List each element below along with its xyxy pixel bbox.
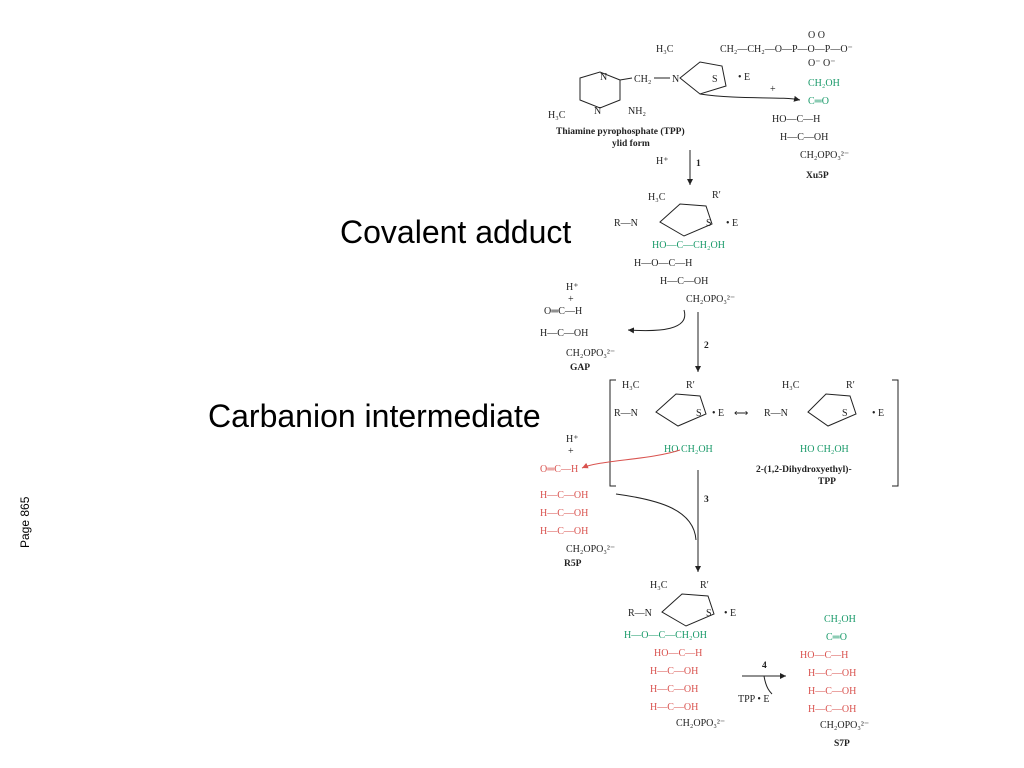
s7p-c5: H—C—OH <box>808 686 856 697</box>
bottom-s: S <box>706 608 712 619</box>
covalent-adduct-structure: H₃C R′ R—N S • E HO—C—CH₂OH H—O—C—H H—C—… <box>614 190 738 305</box>
xu5p-c4: H—C—OH <box>780 132 828 143</box>
enzyme-dot-e-4: • E <box>872 408 884 419</box>
adduct-r-prime: R′ <box>712 190 721 201</box>
r5p-name: R5P <box>564 559 582 569</box>
bottom-c6: H—C—OH <box>650 702 698 713</box>
xu5p-c3: HO—C—H <box>772 114 820 125</box>
bottom-c5: H—C—OH <box>650 684 698 695</box>
tpp-name: Thiamine pyrophosphate (TPP) <box>556 126 685 137</box>
s7p-ch2opo3: CH₂OPO₃²⁻ <box>820 720 869 731</box>
enamine-r-prime: R′ <box>846 380 855 391</box>
bottom-r-prime: R′ <box>700 580 709 591</box>
enzyme-dot-e-3: • E <box>712 408 724 419</box>
enamine-methyl: H₃C <box>782 380 800 391</box>
step-4-label: 4 <box>762 661 767 671</box>
carbanion-substituents: HO CH₂OH <box>664 444 713 455</box>
r5p-c2: H—C—OH <box>540 490 588 501</box>
step-1-label: 1 <box>696 159 701 169</box>
carbanion-r-prime: R′ <box>686 380 695 391</box>
gap-structure: H⁺ + O═C—H H—C—OH CH₂OPO₃²⁻ GAP <box>540 282 686 373</box>
adduct-ch2opo3: CH₂OPO₃²⁻ <box>686 294 735 305</box>
plus-sign-1: + <box>770 84 776 95</box>
adduct-c4: H—C—OH <box>660 276 708 287</box>
gap-ch2opo3: CH₂OPO₃²⁻ <box>566 348 615 359</box>
dihydroxyethyl-tpp-suffix: TPP <box>818 477 836 487</box>
adduct-c3: H—O—C—H <box>634 258 692 269</box>
step-2-label: 2 <box>704 341 709 351</box>
resonance-arrow: ⟷ <box>734 408 748 419</box>
carbanion-methyl: H₃C <box>622 380 640 391</box>
xu5p-ch2opo3: CH₂OPO₃²⁻ <box>800 150 849 161</box>
gap-plus: + <box>568 294 574 305</box>
r5p-proton: H⁺ <box>566 434 579 445</box>
bottom-adduct-structure: H₃C R′ R—N S • E H—O—C—CH₂OH HO—C—H H—C—… <box>624 580 736 729</box>
r5p-c4: H—C—OH <box>540 526 588 537</box>
carbanion-r-n: R—N <box>614 408 638 419</box>
covalent-adduct-label: Covalent adduct <box>340 214 572 250</box>
pyrimidine-n1: N <box>600 72 607 83</box>
xu5p-structure: + CH₂OH C═O HO—C—H H—C—OH CH₂OPO₃²⁻ Xu5P <box>699 78 849 181</box>
enzyme-dot-e-5: • E <box>724 608 736 619</box>
bottom-methyl: H₃C <box>650 580 668 591</box>
xu5p-ch2oh: CH₂OH <box>808 78 840 89</box>
methyl-thiazole: H₃C <box>656 44 674 55</box>
s7p-c3: HO—C—H <box>800 650 848 661</box>
r5p-structure: H⁺ + O═C—H H—C—OH H—C—OH H—C—OH CH₂OPO₃²… <box>540 434 697 569</box>
adduct-s: S <box>706 218 712 229</box>
amine-group: NH₂ <box>628 106 646 117</box>
phosphate-oxygens-bottom: O⁻ O⁻ <box>808 58 836 69</box>
r5p-ch2opo3: CH₂OPO₃²⁻ <box>566 544 615 555</box>
enzyme-dot-e-2: • E <box>726 218 738 229</box>
r5p-c3: H—C—OH <box>540 508 588 519</box>
s7p-ch2oh: CH₂OH <box>824 614 856 625</box>
r5p-plus: + <box>568 446 574 457</box>
proton-step1: H⁺ <box>656 156 669 167</box>
s7p-name: S7P <box>834 739 850 749</box>
pyrimidine-n3: N <box>594 106 601 117</box>
tpp-ylid-form: ylid form <box>612 139 650 149</box>
carbanion-s: S <box>696 408 702 419</box>
bottom-c2: H—O—C—CH₂OH <box>624 630 707 641</box>
tpp-e-released: TPP • E <box>738 694 769 705</box>
gap-aldehyde: O═C—H <box>544 306 582 317</box>
carbanion-resonance-structures: H₃C R′ R—N S • E HO CH₂OH ⟷ H₃C R′ R—N S… <box>609 379 899 487</box>
enamine-r-n: R—N <box>764 408 788 419</box>
r5p-aldehyde: O═C—H <box>540 464 578 475</box>
bottom-c3: HO—C—H <box>654 648 702 659</box>
adduct-c2-substituents: HO—C—CH₂OH <box>652 240 725 251</box>
xu5p-carbonyl: C═O <box>808 96 829 107</box>
bottom-r-n: R—N <box>628 608 652 619</box>
enamine-s: S <box>842 408 848 419</box>
thiazolium-s: S <box>712 74 718 85</box>
adduct-r-n: R—N <box>614 218 638 229</box>
enzyme-dot-e-1: • E <box>738 72 750 83</box>
methyl-pyrimidine: H₃C <box>548 110 566 121</box>
s7p-c6: H—C—OH <box>808 704 856 715</box>
gap-c2: H—C—OH <box>540 328 588 339</box>
bottom-c4: H—C—OH <box>650 666 698 677</box>
step-3-label: 3 <box>704 495 709 505</box>
dihydroxyethyl-tpp-name: 2-(1,2-Dihydroxyethyl)- <box>756 464 852 475</box>
gap-proton: H⁺ <box>566 282 579 293</box>
bottom-ch2opo3: CH₂OPO₃²⁻ <box>676 718 725 729</box>
adduct-methyl: H₃C <box>648 192 666 203</box>
phosphate-oxygens-top: O O <box>808 30 825 41</box>
thiazolium-n: N <box>672 74 679 85</box>
enamine-substituents: HO CH₂OH <box>800 444 849 455</box>
carbanion-intermediate-label: Carbanion intermediate <box>208 398 541 434</box>
gap-name: GAP <box>570 363 590 373</box>
tpp-ylid-structure: N N H₃C NH₂ CH₂ N S H₃C CH₂—CH₂—O—P—O—P—… <box>548 30 853 149</box>
s7p-c4: H—C—OH <box>808 668 856 679</box>
methylene-bridge: CH₂ <box>634 74 651 85</box>
s7p-carbonyl: C═O <box>826 632 847 643</box>
pyrophosphate-chain: CH₂—CH₂—O—P—O—P—O⁻ <box>720 44 853 55</box>
s7p-structure: CH₂OH C═O HO—C—H H—C—OH H—C—OH H—C—OH CH… <box>800 614 869 749</box>
xu5p-name: Xu5P <box>806 171 829 181</box>
